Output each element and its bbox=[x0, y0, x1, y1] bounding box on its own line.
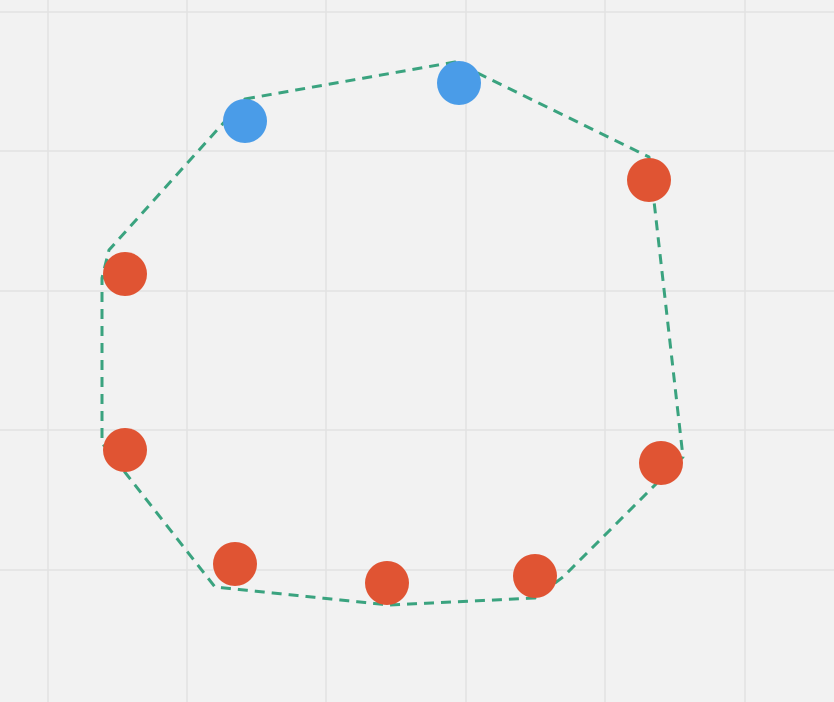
point-red-7[interactable] bbox=[365, 561, 409, 605]
point-red-1[interactable] bbox=[627, 158, 671, 202]
point-blue-2[interactable] bbox=[437, 61, 481, 105]
points-layer bbox=[103, 61, 683, 605]
point-red-4[interactable] bbox=[639, 441, 683, 485]
point-red-5[interactable] bbox=[213, 542, 257, 586]
point-red-6[interactable] bbox=[513, 554, 557, 598]
convex-hull-outline bbox=[100, 60, 685, 607]
point-red-3[interactable] bbox=[103, 428, 147, 472]
point-blue-1[interactable] bbox=[223, 99, 267, 143]
point-red-2[interactable] bbox=[103, 252, 147, 296]
